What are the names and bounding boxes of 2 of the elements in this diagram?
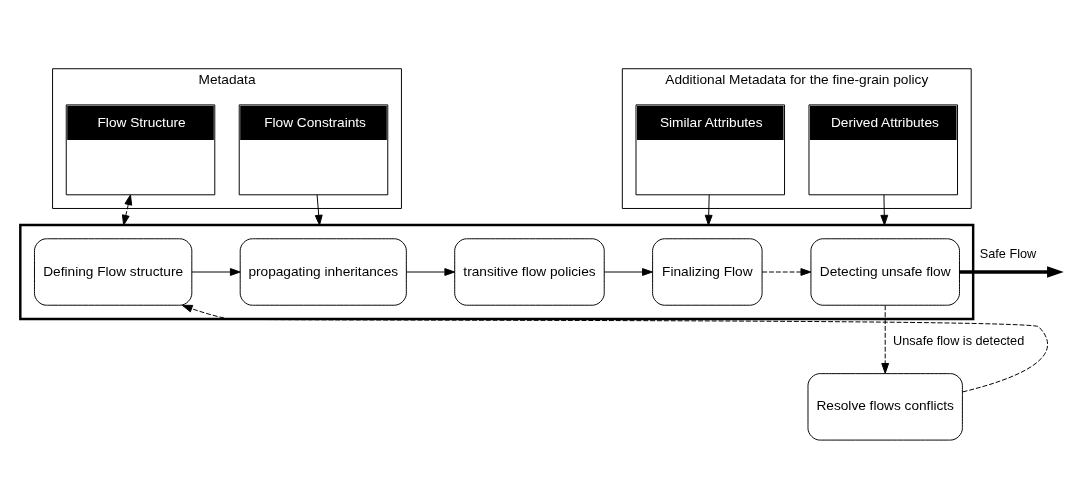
edge-label: Safe Flow [979,246,1037,261]
edge-label: Unsafe flow is detected [893,333,1025,348]
